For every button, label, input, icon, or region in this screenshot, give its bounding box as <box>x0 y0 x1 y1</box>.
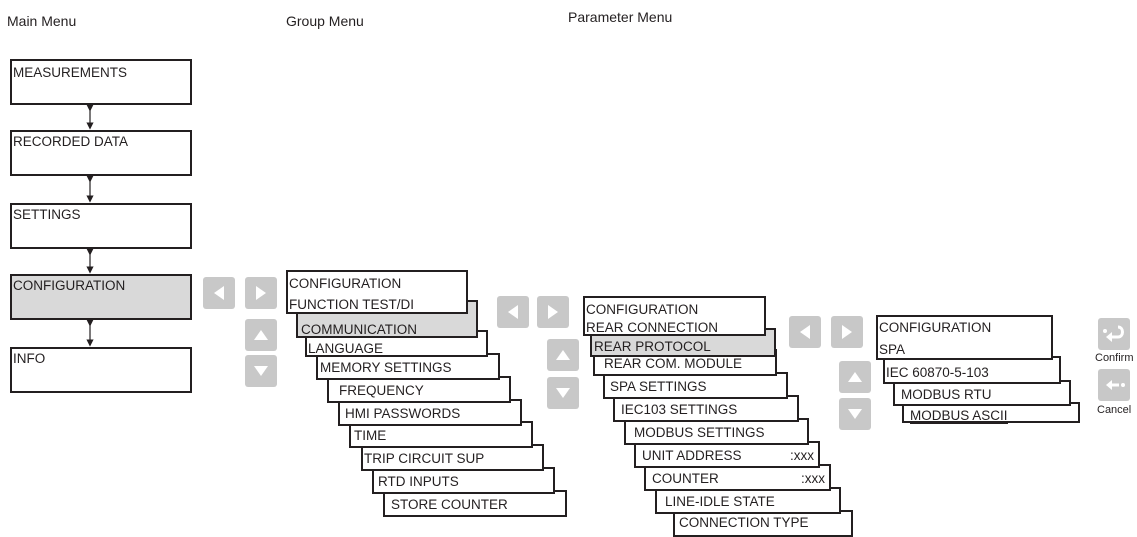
group-menu-label: COMMUNICATION <box>301 322 417 337</box>
right-arrow-icon <box>842 325 852 339</box>
up-button[interactable] <box>245 319 277 351</box>
param-menu-label: CONNECTION TYPE <box>679 515 809 530</box>
param-menu-label: UNIT ADDRESS <box>642 448 742 463</box>
confirm-button[interactable] <box>1098 318 1130 350</box>
main-menu-label: CONFIGURATION <box>13 278 126 293</box>
right-button[interactable] <box>537 296 569 328</box>
group-menu-item-hmi-passwords[interactable]: HMI PASSWORDS <box>338 399 522 426</box>
param-menu-label: IEC103 SETTINGS <box>621 402 738 417</box>
param-menu-label: LINE-IDLE STATE <box>665 494 775 509</box>
group-menu-header: Group Menu <box>286 13 364 29</box>
protocol-label: MODBUS RTU <box>901 387 992 402</box>
group-menu-label: RTD INPUTS <box>378 474 459 489</box>
up-arrow-icon <box>254 330 268 340</box>
protocol-label: IEC 60870-5-103 <box>886 365 989 380</box>
left-arrow-icon <box>800 325 810 339</box>
counter-value: :xxx <box>800 471 825 486</box>
group-menu-label: TIME <box>354 428 387 443</box>
enter-return-icon <box>1103 325 1124 342</box>
protocol-menu-title: CONFIGURATION <box>879 320 992 335</box>
group-menu-label: HMI PASSWORDS <box>345 406 461 421</box>
unit-address-value: :xxx <box>789 448 814 463</box>
protocol-label: SPA <box>879 342 906 357</box>
up-arrow-icon <box>556 350 570 360</box>
param-menu-item-line-idle-state[interactable]: LINE-IDLE STATE <box>655 487 841 514</box>
group-menu-item-frequency[interactable]: FREQUENCY <box>327 376 511 403</box>
down-arrow-icon <box>254 366 268 376</box>
left-button[interactable] <box>203 277 235 309</box>
protocol-menu-current[interactable]: CONFIGURATION SPA <box>876 315 1053 360</box>
param-menu-label: REAR COM. MODULE <box>604 356 743 371</box>
cancel-button[interactable] <box>1098 369 1130 401</box>
protocol-label: MODBUS ASCII <box>910 408 1008 424</box>
parameter-menu-header: Parameter Menu <box>568 9 673 25</box>
protocol-item-iec-60870[interactable]: IEC 60870-5-103 <box>883 356 1061 384</box>
group-menu-label: STORE COUNTER <box>391 497 508 512</box>
main-menu-item-measurements[interactable]: MEASUREMENTS <box>10 59 192 105</box>
cancel-label: Cancel <box>1097 404 1132 416</box>
left-arrow-icon <box>214 286 224 300</box>
group-menu-item-trip-circuit-sup[interactable]: TRIP CIRCUIT SUP <box>361 444 544 471</box>
group-menu-item-rtd-inputs[interactable]: RTD INPUTS <box>372 467 555 494</box>
down-button[interactable] <box>245 355 277 387</box>
param-menu-label: SPA SETTINGS <box>610 379 707 394</box>
group-menu-label: FUNCTION TEST/DI <box>289 297 415 312</box>
main-menu-label: MEASUREMENTS <box>13 65 128 80</box>
down-arrow-icon <box>848 409 862 419</box>
group-menu-title: CONFIGURATION <box>289 276 402 291</box>
right-button[interactable] <box>831 316 863 348</box>
param-menu-label: REAR PROTOCOL <box>594 339 711 354</box>
left-arrow-icon <box>508 305 518 319</box>
param-menu-title: CONFIGURATION <box>586 302 699 317</box>
param-menu-item-connection-type[interactable]: CONNECTION TYPE <box>673 510 853 537</box>
down-button[interactable] <box>547 377 579 409</box>
param-menu-item-counter[interactable]: COUNTER :xxx <box>644 464 831 491</box>
main-menu-label: RECORDED DATA <box>13 134 129 149</box>
left-button[interactable] <box>789 316 821 348</box>
protocol-item-modbus-ascii[interactable]: MODBUS ASCII <box>902 402 1080 424</box>
right-arrow-icon <box>548 305 558 319</box>
main-menu-item-settings[interactable]: SETTINGS <box>10 203 192 249</box>
group-menu-label: FREQUENCY <box>339 383 424 398</box>
up-button[interactable] <box>547 339 579 371</box>
main-menu-item-configuration[interactable]: CONFIGURATION <box>10 274 192 320</box>
left-button[interactable] <box>497 296 529 328</box>
group-menu-label: TRIP CIRCUIT SUP <box>364 451 485 466</box>
group-menu-label: MEMORY SETTINGS <box>320 360 452 375</box>
main-menu-item-recorded-data[interactable]: RECORDED DATA <box>10 130 192 176</box>
group-menu-item-store-counter[interactable]: STORE COUNTER <box>383 490 567 517</box>
up-button[interactable] <box>839 361 871 393</box>
param-menu-item-spa-settings[interactable]: SPA SETTINGS <box>603 372 788 399</box>
right-button[interactable] <box>245 277 277 309</box>
down-arrow-icon <box>556 388 570 398</box>
main-menu-header: Main Menu <box>7 13 77 29</box>
up-arrow-icon <box>848 372 862 382</box>
right-arrow-icon <box>256 286 266 300</box>
group-menu-item-memory-settings[interactable]: MEMORY SETTINGS <box>316 353 500 380</box>
back-arrow-icon <box>1106 380 1125 390</box>
param-menu-item-iec103-settings[interactable]: IEC103 SETTINGS <box>613 395 799 422</box>
param-menu-label: COUNTER <box>652 471 719 486</box>
main-menu-item-info[interactable]: INFO <box>10 347 192 393</box>
main-menu-label: INFO <box>13 351 46 366</box>
param-menu-item-modbus-settings[interactable]: MODBUS SETTINGS <box>624 418 809 445</box>
confirm-label: Confirm <box>1095 352 1134 364</box>
group-menu-label: LANGUAGE <box>308 341 384 356</box>
param-menu-label: REAR CONNECTION <box>586 320 719 335</box>
main-menu-label: SETTINGS <box>13 207 81 222</box>
param-menu-label: MODBUS SETTINGS <box>634 425 765 440</box>
param-menu-item-unit-address[interactable]: UNIT ADDRESS :xxx <box>634 441 820 468</box>
group-menu-current[interactable]: CONFIGURATION FUNCTION TEST/DI <box>286 270 468 314</box>
down-button[interactable] <box>839 398 871 430</box>
param-menu-current[interactable]: CONFIGURATION REAR CONNECTION <box>583 296 766 336</box>
